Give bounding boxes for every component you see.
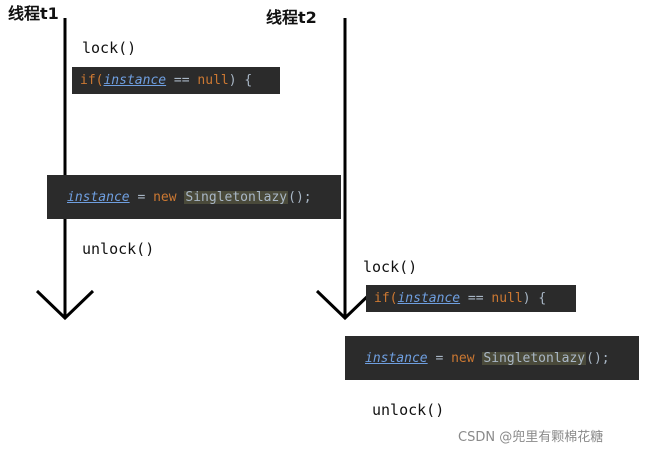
t2-if-keyword: if( xyxy=(374,291,398,306)
t2-assign-operator: = xyxy=(427,350,452,366)
t1-if-field: instance xyxy=(103,73,167,88)
t2-assign-field: instance xyxy=(365,350,428,366)
t1-assign-operator: = xyxy=(129,189,154,205)
t1-assign-class: Singletonlazy xyxy=(184,189,289,205)
thread-t2-label: 线程t2 xyxy=(266,8,317,27)
t2-if-operator: == xyxy=(460,291,492,306)
thread-t1-label: 线程t1 xyxy=(8,4,59,23)
t1-assign-block: instance = new Singletonlazy(); xyxy=(47,175,341,219)
t2-if-null: null xyxy=(491,291,523,306)
t1-assign-new: new xyxy=(153,189,177,205)
t1-unlock-text: unlock() xyxy=(82,240,155,258)
t2-assign-new: new xyxy=(451,350,475,366)
watermark: CSDN @兜里有颗棉花糖 xyxy=(458,430,604,445)
t1-if-operator: == xyxy=(166,73,198,88)
t1-if-check-block: if(instance == null) { xyxy=(72,67,280,94)
t2-if-close: ) { xyxy=(522,291,547,306)
t1-if-close: ) { xyxy=(228,73,253,88)
t2-lock-text: lock() xyxy=(363,258,418,276)
t2-assign-class: Singletonlazy xyxy=(482,350,587,366)
t2-assign-block: instance = new Singletonlazy(); xyxy=(345,336,639,380)
t2-assign-end: (); xyxy=(586,350,610,366)
t1-if-keyword: if( xyxy=(80,73,104,88)
t1-if-null: null xyxy=(197,73,229,88)
t2-if-check-block: if(instance == null) { xyxy=(366,285,576,312)
t2-arrowhead xyxy=(315,289,375,321)
t2-unlock-text: unlock() xyxy=(372,401,445,419)
t1-lock-text: lock() xyxy=(82,39,137,57)
t1-assign-end: (); xyxy=(288,189,312,205)
t1-arrowhead xyxy=(35,289,95,321)
t1-assign-field: instance xyxy=(67,189,130,205)
t2-if-field: instance xyxy=(397,291,461,306)
